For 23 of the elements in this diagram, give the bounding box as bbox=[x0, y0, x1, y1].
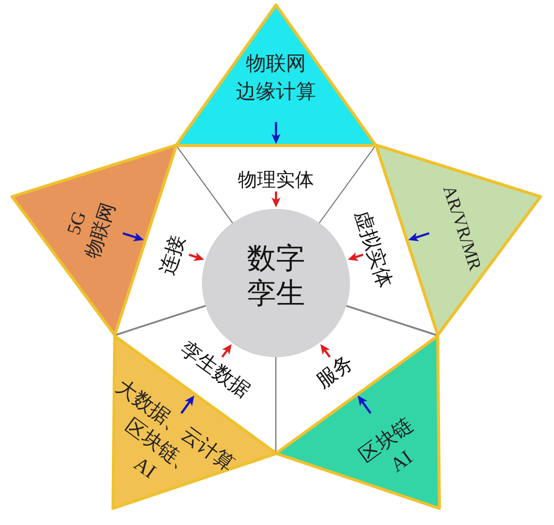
arrow bbox=[188, 252, 205, 261]
arrow bbox=[347, 252, 364, 261]
triangle-panel bbox=[110, 334, 278, 510]
segment-label: 虚拟实体 bbox=[349, 207, 397, 291]
segment-label: 服务 bbox=[312, 350, 358, 394]
triangle-panel bbox=[174, 3, 378, 148]
tech-label: 物联网 bbox=[246, 52, 306, 77]
arrow bbox=[122, 232, 144, 242]
tech-label: AI bbox=[128, 452, 160, 485]
arrow bbox=[272, 192, 280, 208]
arrow bbox=[356, 394, 372, 414]
segment-label: 连接 bbox=[155, 232, 191, 278]
triangle-panel bbox=[274, 334, 442, 510]
arrow bbox=[272, 122, 280, 144]
arrow bbox=[408, 232, 430, 242]
arrow bbox=[221, 343, 233, 358]
tech-label: 5G bbox=[62, 208, 91, 238]
tech-label: 边缘计算 bbox=[236, 80, 316, 105]
arrow bbox=[180, 394, 196, 414]
arrow bbox=[319, 343, 331, 358]
segment-label: 物理实体 bbox=[238, 168, 314, 193]
center-label: 数字孪生 bbox=[246, 242, 306, 312]
segment-label: 孪生数据 bbox=[176, 336, 254, 404]
